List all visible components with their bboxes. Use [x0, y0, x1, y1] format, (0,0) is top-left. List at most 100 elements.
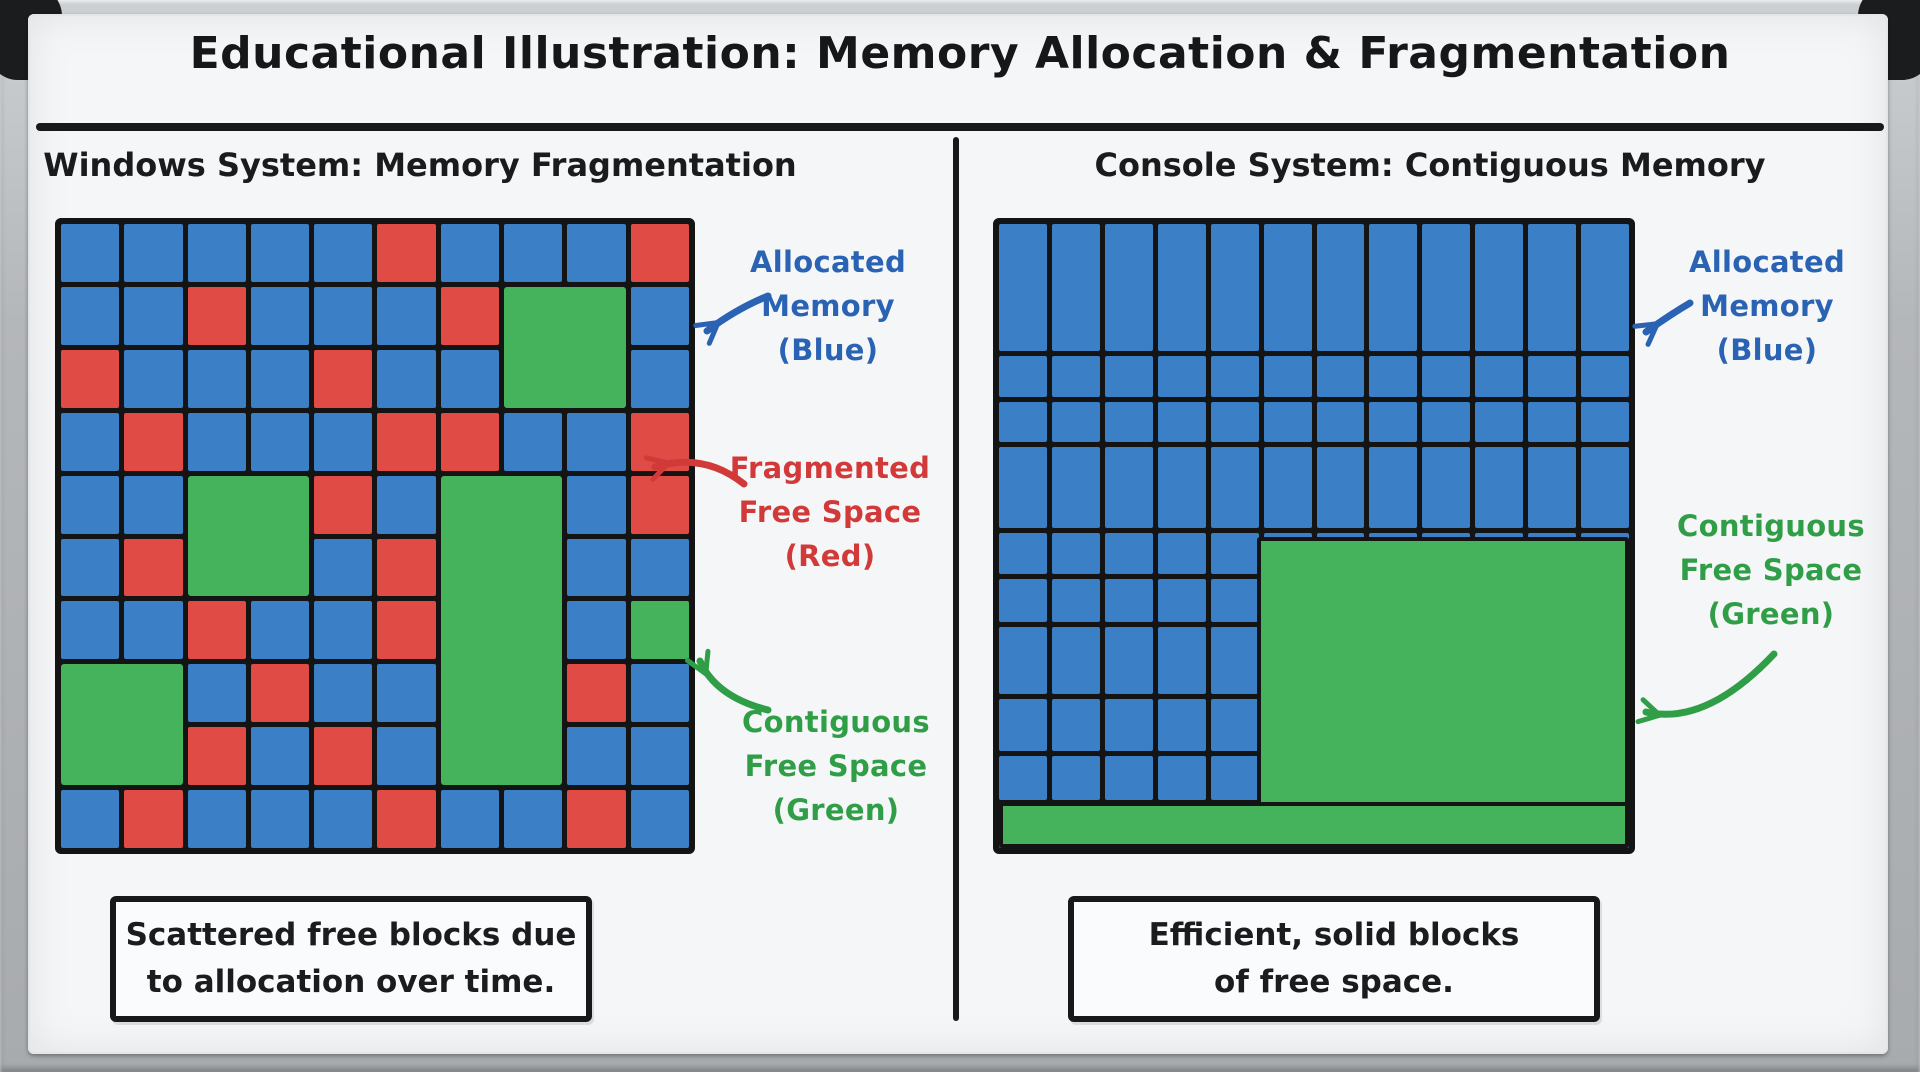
memory-cell	[377, 664, 436, 723]
memory-cell	[630, 475, 689, 534]
memory-cell	[1369, 447, 1418, 529]
memory-cell	[1210, 579, 1259, 623]
memory-cell	[1528, 356, 1577, 397]
memory-cell	[630, 224, 689, 282]
memory-cell	[999, 627, 1047, 695]
memory-cell	[1157, 447, 1206, 529]
memory-cell	[567, 475, 626, 534]
label-line: Allocated	[1689, 245, 1845, 279]
memory-cell	[440, 224, 500, 282]
memory-cell	[314, 412, 373, 471]
memory-cell	[61, 224, 120, 282]
memory-cell	[1210, 699, 1259, 752]
memory-cell	[124, 412, 183, 471]
caption-line: to allocation over time.	[146, 964, 556, 1000]
memory-cell	[504, 790, 563, 848]
memory-cell	[124, 286, 183, 345]
memory-cell	[440, 790, 500, 848]
memory-cell	[250, 224, 310, 282]
caption-line: of free space.	[1214, 964, 1454, 1000]
memory-cell	[314, 727, 373, 786]
memory-cell	[187, 224, 246, 282]
memory-cell	[1051, 356, 1100, 397]
allocated-memory-label-left: Allocated Memory (Blue)	[723, 240, 933, 372]
memory-cell	[1263, 224, 1312, 352]
memory-cell	[314, 664, 373, 723]
memory-cell	[1316, 447, 1365, 529]
memory-cell	[61, 538, 120, 597]
memory-cell	[314, 475, 373, 534]
memory-cell	[377, 286, 436, 345]
label-line: (Green)	[772, 793, 900, 827]
memory-cell	[1475, 224, 1524, 352]
memory-cell	[1528, 447, 1577, 529]
memory-cell	[1581, 356, 1629, 397]
fragmented-free-space-label: Fragmented Free Space (Red)	[716, 446, 944, 578]
page-title: Educational Illustration: Memory Allocat…	[189, 28, 1731, 79]
label-line: Free Space	[738, 495, 922, 529]
memory-cell	[250, 349, 310, 408]
left-panel-heading: Windows System: Memory Fragmentation	[43, 146, 797, 184]
memory-cell	[250, 286, 310, 345]
memory-cell	[999, 356, 1047, 397]
memory-cell	[1369, 401, 1418, 443]
memory-cell	[377, 349, 436, 408]
memory-cell	[124, 601, 183, 660]
memory-cell	[124, 790, 183, 848]
memory-cell	[1051, 533, 1100, 575]
memory-cell	[999, 579, 1047, 623]
label-line: (Blue)	[1716, 333, 1818, 367]
memory-cell	[1316, 356, 1365, 397]
memory-cell	[1104, 756, 1153, 800]
contiguous-free-space-label-right: Contiguous Free Space (Green)	[1658, 504, 1884, 636]
memory-cell	[1210, 533, 1259, 575]
memory-cell	[1369, 356, 1418, 397]
memory-cell	[1210, 756, 1259, 800]
memory-cell	[1475, 447, 1524, 529]
memory-cell	[1157, 533, 1206, 575]
memory-cell	[1157, 356, 1206, 397]
memory-cell	[1051, 447, 1100, 529]
label-line: Fragmented	[729, 451, 931, 485]
memory-cell	[999, 756, 1047, 800]
memory-cell	[630, 412, 689, 471]
memory-cell	[440, 349, 500, 408]
memory-cell	[504, 412, 563, 471]
memory-cell	[187, 727, 246, 786]
memory-cell	[1475, 356, 1524, 397]
label-line: Memory	[1700, 289, 1834, 323]
memory-cell	[630, 601, 689, 660]
memory-cell	[1369, 224, 1418, 352]
memory-cell	[630, 664, 689, 723]
memory-cell	[1157, 627, 1206, 695]
memory-cell	[377, 475, 436, 534]
label-line: (Red)	[784, 539, 876, 573]
memory-cell	[1422, 224, 1471, 352]
left-caption-box: Scattered free blocks due to allocation …	[110, 896, 592, 1022]
memory-cell	[440, 286, 500, 345]
memory-cell	[567, 727, 626, 786]
label-line: Allocated	[750, 245, 906, 279]
label-line: Contiguous	[1677, 509, 1865, 543]
memory-cell	[1104, 401, 1153, 443]
memory-cell	[630, 790, 689, 848]
label-line: Memory	[761, 289, 895, 323]
contiguous-arrow-right-icon	[1635, 650, 1778, 725]
memory-cell	[1528, 224, 1577, 352]
memory-cell	[567, 601, 626, 660]
memory-cell	[1104, 447, 1153, 529]
memory-cell	[61, 475, 120, 534]
label-line: Contiguous	[742, 705, 930, 739]
green-free-block	[440, 475, 563, 786]
memory-cell	[999, 224, 1047, 352]
memory-cell	[440, 412, 500, 471]
memory-cell	[124, 224, 183, 282]
memory-cell	[61, 790, 120, 848]
memory-cell	[1104, 627, 1153, 695]
memory-cell	[377, 790, 436, 848]
memory-cell	[1104, 224, 1153, 352]
caption-line: Scattered free blocks due	[125, 917, 577, 953]
contiguous-green-region	[999, 801, 1629, 848]
memory-cell	[1157, 401, 1206, 443]
